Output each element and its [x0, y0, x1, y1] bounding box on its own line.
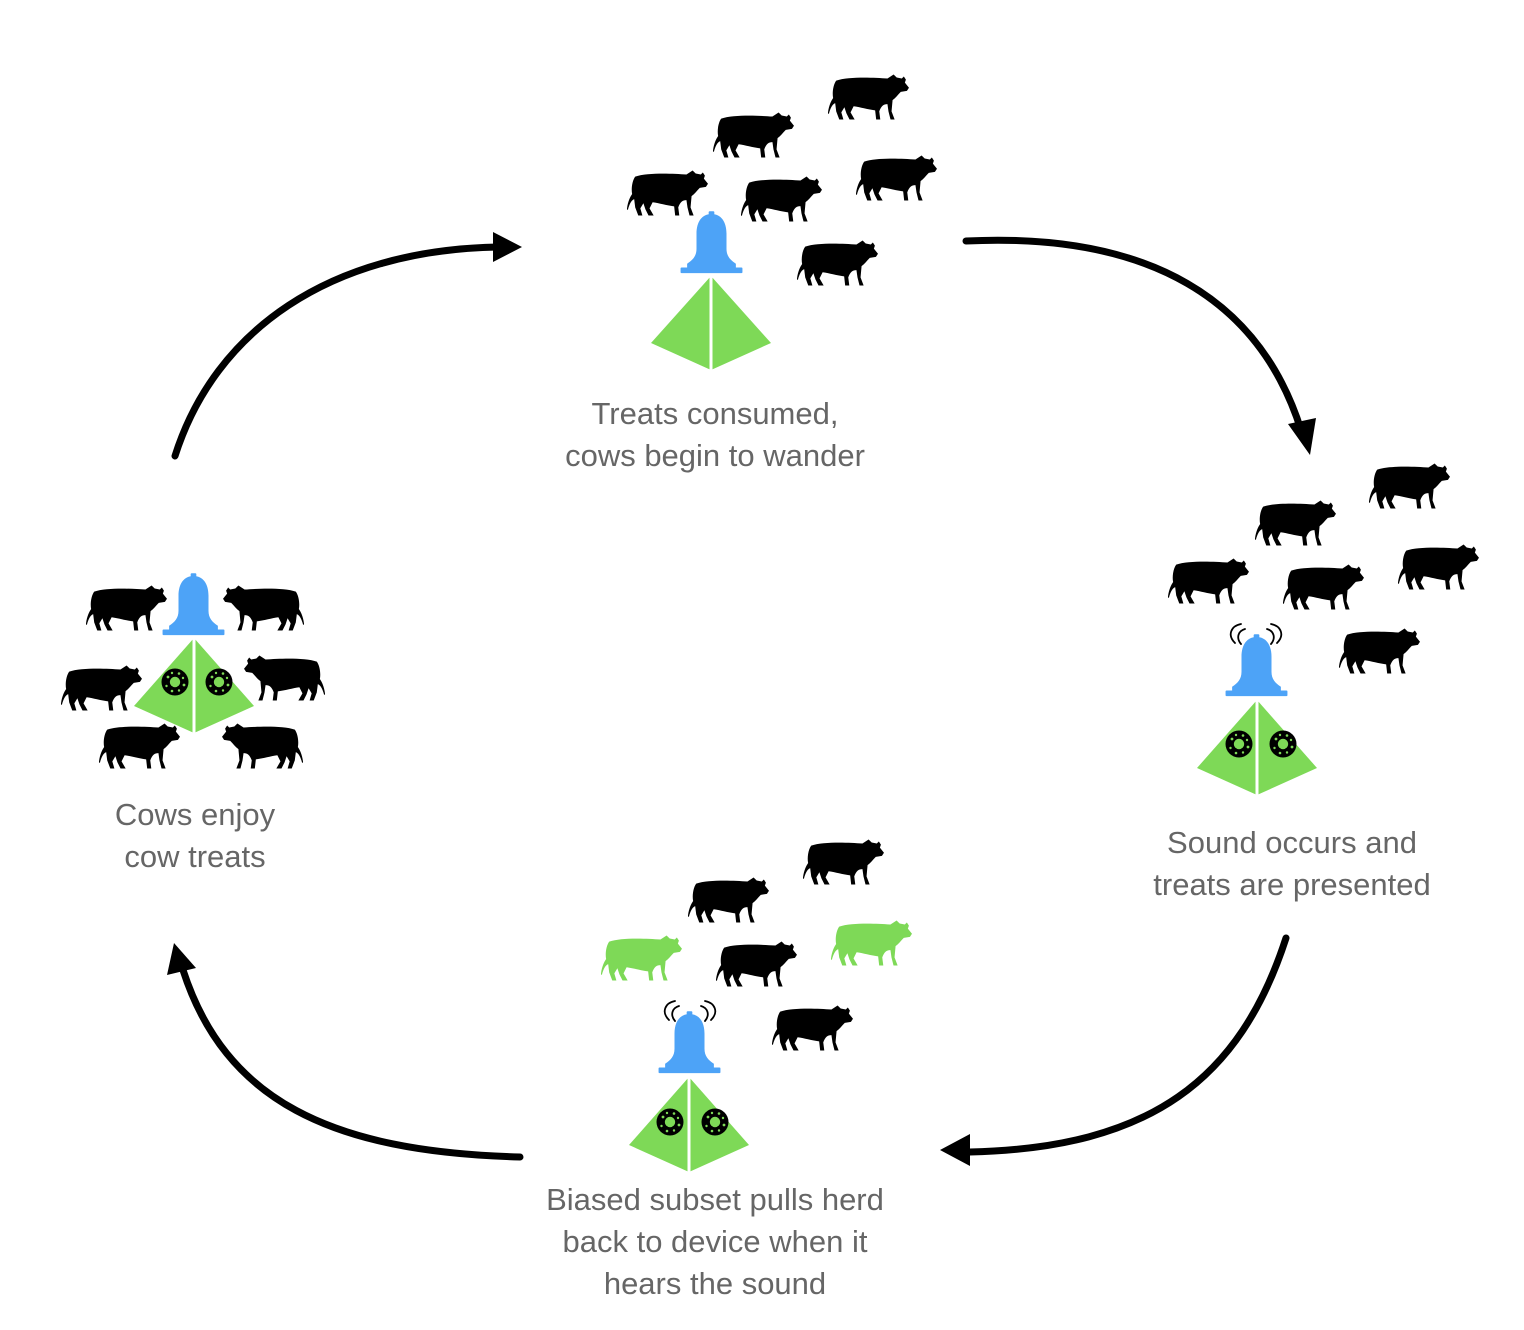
arrow-bottom-to-left: [179, 966, 524, 1161]
cow-icon: [99, 723, 180, 769]
cow-icon: [741, 176, 822, 222]
cow-icon: [828, 74, 909, 120]
cow-icon: [716, 941, 797, 987]
device-pyramid-icon: [1197, 700, 1317, 795]
cow-group: [1168, 463, 1479, 674]
arrow-right-to-bottom: [966, 934, 1290, 1156]
caption-line: treats are presented: [1153, 867, 1431, 902]
cow-icon: [688, 877, 769, 923]
treat-donut-icon: [701, 1108, 729, 1136]
arrow-heads: [167, 232, 1316, 1166]
cow-icon: [1398, 544, 1479, 590]
cow-icon: [856, 155, 937, 201]
cow-icon: [1283, 564, 1364, 610]
treat-donut-icon: [656, 1108, 684, 1136]
cow-icon: [223, 585, 304, 631]
arrowhead-top: [493, 232, 522, 262]
treat-donut-icon: [205, 668, 233, 696]
biased-cow-icon: [831, 920, 912, 966]
cow-icon: [61, 665, 142, 711]
bell-icon: [162, 573, 225, 636]
caption-line: cows begin to wander: [565, 438, 865, 473]
cow-icon: [1255, 500, 1336, 546]
biased-cow-icon: [601, 935, 682, 981]
stage-left: [61, 573, 325, 769]
arrowhead-left: [167, 943, 196, 975]
stage-bottom: [601, 839, 912, 1172]
caption-line: Cows enjoy: [114, 797, 276, 832]
caption-bottom: Biased subset pulls herd back to device …: [460, 1179, 970, 1305]
cow-icon: [803, 839, 884, 885]
device-pyramid-icon: [651, 276, 771, 370]
cow-group: [601, 839, 912, 1051]
caption-line: Treats consumed,: [591, 396, 839, 431]
cow-icon: [772, 1005, 853, 1051]
cycle-arrows: [171, 236, 1305, 1161]
arrowhead-bottom: [940, 1134, 970, 1166]
treat-donut-icon: [161, 668, 189, 696]
caption-line: Sound occurs and: [1167, 825, 1417, 860]
bell-icon: [680, 211, 743, 274]
caption-line: hears the sound: [603, 1266, 827, 1301]
cow-icon: [86, 585, 167, 631]
arrowhead-right: [1288, 418, 1316, 455]
caption-line: Biased subset pulls herd: [546, 1182, 884, 1217]
arrow-top-to-right: [962, 236, 1305, 434]
stage-right: [1168, 463, 1479, 795]
arrow-left-to-top: [171, 243, 502, 460]
caption-line: back to device when it: [562, 1224, 868, 1259]
caption-top: Treats consumed, cows begin to wander: [470, 393, 960, 477]
device-pyramid-icon: [629, 1077, 749, 1172]
stage-top: [627, 74, 937, 370]
cow-icon: [797, 240, 878, 286]
device-pyramid-icon: [134, 638, 254, 733]
cow-icon: [1369, 463, 1450, 509]
treat-donut-icon: [1225, 730, 1253, 758]
caption-right: Sound occurs and treats are presented: [1092, 822, 1492, 906]
caption-line: cow treats: [124, 839, 266, 874]
cow-icon: [1339, 628, 1420, 674]
cow-icon: [222, 723, 303, 769]
cow-group: [627, 74, 937, 286]
cow-icon: [627, 170, 708, 216]
cow-icon: [713, 112, 794, 158]
cow-icon: [244, 655, 325, 701]
cow-icon: [1168, 558, 1249, 604]
caption-left: Cows enjoy cow treats: [40, 794, 350, 878]
treat-donut-icon: [1269, 730, 1297, 758]
